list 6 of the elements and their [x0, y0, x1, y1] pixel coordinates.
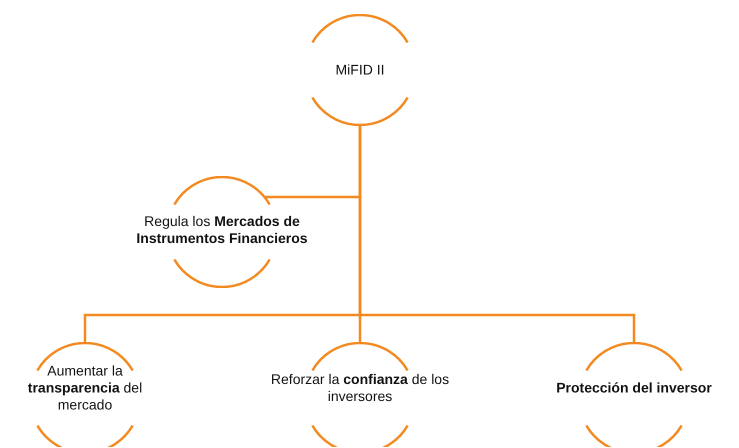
- connector-line: [358, 125, 636, 343]
- node-label: Protección del inversor: [555, 380, 713, 396]
- node-label: Aumentar la transparencia del mercado: [26, 362, 144, 414]
- node-label: Regula los Mercados de Instrumentos Financieros: [135, 213, 309, 247]
- node-label: Reforzar la confianza de los inversores: [270, 371, 450, 405]
- node-label: MiFID II: [334, 62, 386, 78]
